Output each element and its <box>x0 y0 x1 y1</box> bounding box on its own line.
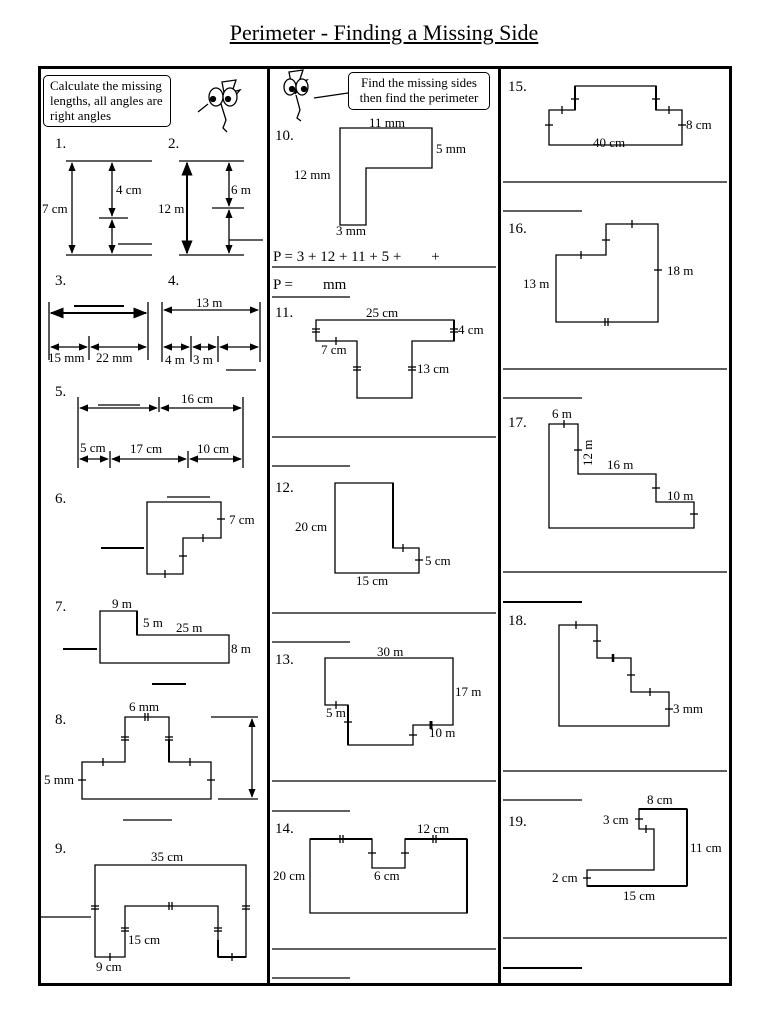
dimension-label: 5 cm <box>425 553 451 568</box>
perimeter-formula: P = 3 + 12 + 11 + 5 + + <box>273 249 440 265</box>
dimension-label: 6 m <box>231 182 251 197</box>
dimension-label: 4 cm <box>458 322 484 337</box>
dimension-label: 5 mm <box>44 772 74 787</box>
instruction-callout-left: Calculate the missing lengths, all angle… <box>43 75 171 127</box>
instruction-text: Calculate the missing lengths, all angle… <box>50 78 163 123</box>
dimension-label: 17 m <box>455 684 481 699</box>
column-divider-left <box>267 66 270 986</box>
problem-number: 16. <box>508 221 527 237</box>
dimension-label: 7 cm <box>321 342 347 357</box>
dimension-label: 7 cm <box>229 512 255 527</box>
dimension-label: 12 m <box>158 201 184 216</box>
perimeter-answer-prefix: P = <box>273 277 293 293</box>
problem-number: 17. <box>508 415 527 431</box>
dimension-label: 25 cm <box>366 305 398 320</box>
dimension-label: 30 m <box>377 644 403 659</box>
dimension-label: 10 cm <box>197 441 229 456</box>
dimension-label: 5 m <box>143 615 163 630</box>
dimension-label: 13 m <box>523 276 549 291</box>
dimension-label: 3 m <box>193 352 213 367</box>
problem-number: 3. <box>55 273 66 289</box>
dimension-label: 3 cm <box>603 812 629 827</box>
dimension-label: 25 m <box>176 620 202 635</box>
dimension-label: 35 cm <box>151 849 183 864</box>
dimension-label: 2 cm <box>552 870 578 885</box>
dimension-label: 4 cm <box>116 182 142 197</box>
dimension-label: 10 m <box>429 725 455 740</box>
problem-number: 2. <box>168 136 179 152</box>
problem-number: 8. <box>55 712 66 728</box>
dimension-label: 8 cm <box>647 792 673 807</box>
dimension-label: 18 m <box>667 263 693 278</box>
problem-number: 5. <box>55 384 66 400</box>
dimension-label: 12 m <box>580 440 595 466</box>
page-title: Perimeter - Finding a Missing Side <box>229 20 539 45</box>
mascot-right-icon <box>283 69 349 122</box>
problem-number: 11. <box>275 305 293 321</box>
dimension-label: 4 m <box>165 352 185 367</box>
dimension-label: 40 cm <box>593 135 625 150</box>
mascot-left-icon <box>208 79 242 133</box>
dimension-label: 9 m <box>112 596 132 611</box>
problem-number: 6. <box>55 491 66 507</box>
problem-number: 9. <box>55 841 66 857</box>
dimension-label: 3 mm <box>673 701 703 716</box>
dimension-label: 12 mm <box>294 167 330 182</box>
dimension-label: 15 cm <box>128 932 160 947</box>
problem-number: 4. <box>168 273 179 289</box>
dimension-label: 16 m <box>607 457 633 472</box>
problem-number: 19. <box>508 814 527 830</box>
dimension-label: 5 cm <box>80 440 106 455</box>
problem-number: 1. <box>55 136 66 152</box>
dimension-label: 15 cm <box>623 888 655 903</box>
problem-number: 13. <box>275 652 294 668</box>
instruction-text: Find the missing sides then find the per… <box>359 75 479 105</box>
dimension-label: 11 mm <box>369 115 405 130</box>
dimension-label: 7 cm <box>42 201 68 216</box>
dimension-label: 5 m <box>326 705 346 720</box>
problem-number: 14. <box>275 821 294 837</box>
dimension-label: 20 cm <box>295 519 327 534</box>
dimension-label: 8 cm <box>686 117 712 132</box>
dimension-label: 22 mm <box>96 350 132 365</box>
dimension-label: 6 m <box>552 406 572 421</box>
worksheet-frame <box>38 66 732 986</box>
dimension-label: 16 cm <box>181 391 213 406</box>
dimension-label: 10 m <box>667 488 693 503</box>
dimension-label: 20 cm <box>273 868 305 883</box>
dimension-label: 9 cm <box>96 959 122 974</box>
dimension-label: 17 cm <box>130 441 162 456</box>
instruction-callout-right: Find the missing sides then find the per… <box>348 72 490 110</box>
dimension-label: 13 cm <box>417 361 449 376</box>
dimension-label: 13 m <box>196 295 222 310</box>
problem-number: 12. <box>275 480 294 496</box>
dimension-label: 3 mm <box>336 223 366 238</box>
dimension-label: 5 mm <box>436 141 466 156</box>
dimension-label: 6 cm <box>374 868 400 883</box>
dimension-label: 8 m <box>231 641 251 656</box>
perimeter-answer-unit: mm <box>323 277 347 293</box>
problem-number: 7. <box>55 599 66 615</box>
dimension-label: 12 cm <box>417 821 449 836</box>
dimension-label: 15 cm <box>356 573 388 588</box>
problem-number: 15. <box>508 79 527 95</box>
problem-number: 18. <box>508 613 527 629</box>
dimension-label: 11 cm <box>690 840 722 855</box>
column-divider-right <box>498 66 501 986</box>
dimension-label: 6 mm <box>129 699 159 714</box>
dimension-label: 15 mm <box>48 350 84 365</box>
problem-number: 10. <box>275 128 294 144</box>
